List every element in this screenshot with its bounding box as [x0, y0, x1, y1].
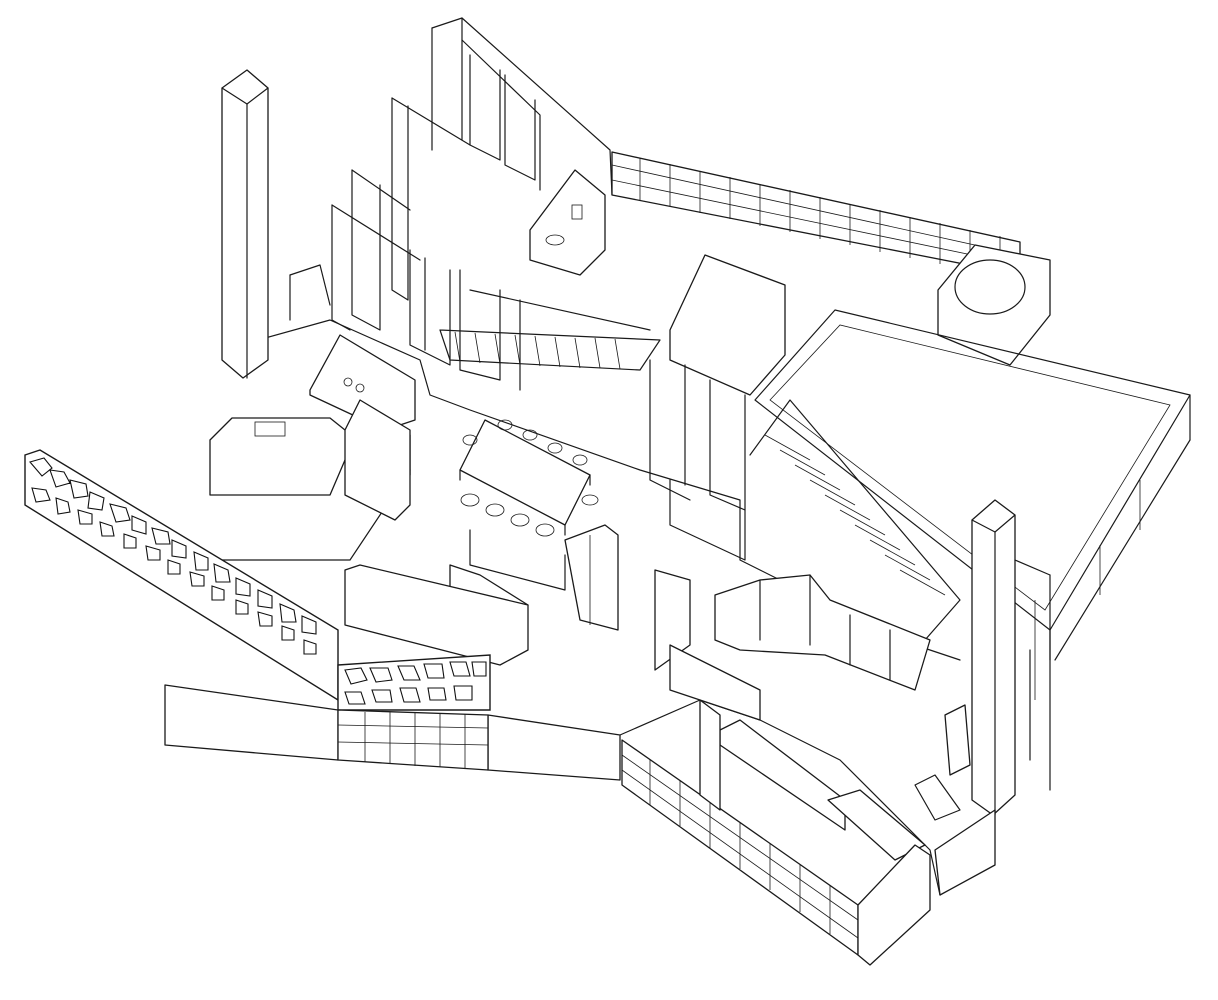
dining-chairs — [460, 419, 599, 537]
stone-wall-long — [24, 449, 339, 702]
bookshelf-south — [621, 739, 859, 956]
column-right — [971, 499, 1016, 816]
chimney-left — [221, 69, 269, 379]
bathroom — [529, 169, 606, 276]
kitchen — [209, 334, 416, 521]
stair-north — [439, 289, 661, 371]
partition-walls — [344, 524, 761, 721]
sofa — [714, 574, 931, 691]
stone-wall-front — [337, 654, 491, 711]
stair-courtyard — [749, 399, 961, 641]
round-platform — [937, 244, 1051, 366]
glazed-wall-east — [1014, 559, 1051, 791]
dining-table — [459, 419, 591, 536]
glazed-pavilion — [649, 254, 786, 561]
room-southeast — [699, 699, 996, 966]
glazed-wall-north — [289, 17, 613, 391]
bookshelf-north — [611, 151, 1021, 276]
front-podium — [164, 684, 621, 781]
lounge-chair — [914, 704, 971, 821]
